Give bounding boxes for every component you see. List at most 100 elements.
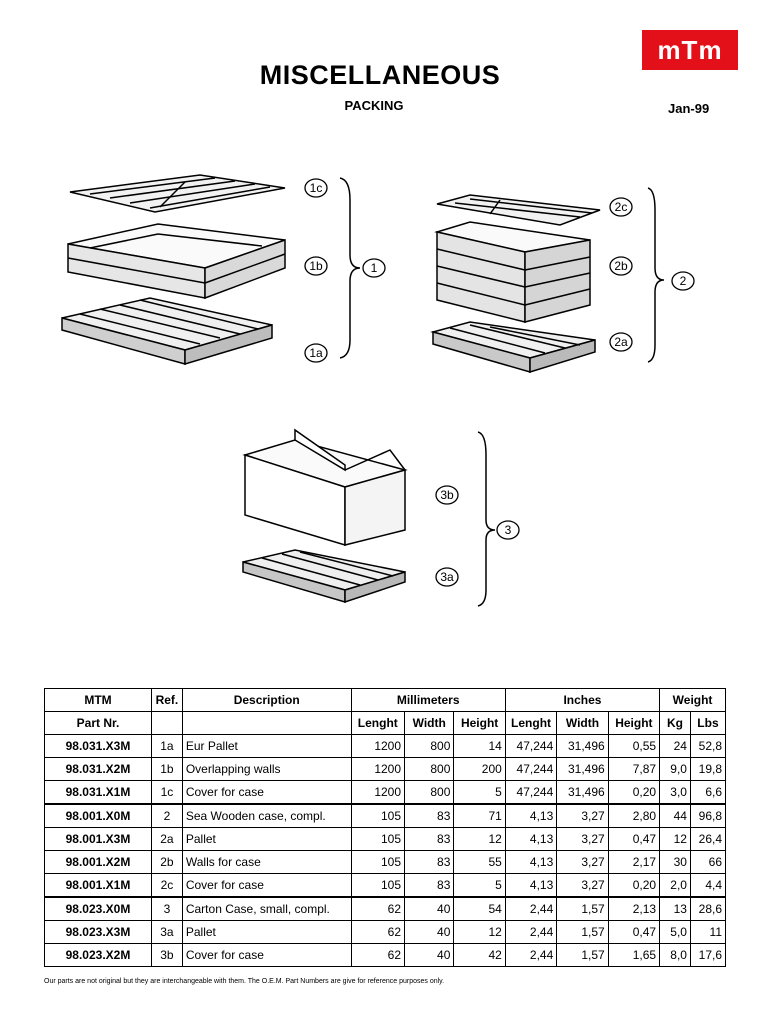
mtm-logo: mTm — [642, 30, 738, 70]
callout-circle-3b — [435, 485, 459, 505]
pallet-1a-drawing — [61, 297, 273, 366]
page-subtitle: PACKING — [344, 98, 404, 113]
cell-in-lenght: 47,244 — [504, 757, 558, 781]
cell-description: Cover for case — [181, 943, 352, 967]
cell-in-width: 1,57 — [556, 896, 609, 921]
cell-mm-width: 83 — [404, 827, 455, 851]
brace-group-1 — [339, 177, 361, 359]
cell-mm-height: 5 — [453, 873, 506, 898]
cover-2c-drawing — [436, 194, 601, 226]
cell-part-number: 98.031.X1M — [44, 780, 152, 805]
cell-weight-lbs: 52,8 — [689, 734, 727, 758]
cover-1c-drawing — [69, 174, 286, 213]
cell-in-height: 2,13 — [607, 896, 661, 921]
header-ref: Ref. — [150, 688, 183, 712]
cell-mm-lenght: 62 — [350, 896, 406, 921]
header-inches: Inches — [504, 688, 661, 712]
page-title: MISCELLANEOUS — [259, 60, 501, 90]
header-weight: Weight — [659, 688, 726, 712]
cell-mm-height: 5 — [453, 780, 506, 805]
cell-description: Sea Wooden case, compl. — [181, 803, 352, 828]
cell-ref: 3 — [150, 896, 183, 921]
cell-mm-height: 55 — [453, 850, 506, 874]
cell-part-number: 98.031.X2M — [44, 757, 152, 781]
cell-description: Pallet — [181, 920, 352, 944]
header-mm-width: Width — [404, 711, 455, 735]
cell-weight-lbs: 4,4 — [689, 873, 727, 898]
cell-mm-lenght: 62 — [350, 943, 406, 967]
cell-in-width: 3,27 — [556, 850, 609, 874]
cell-in-height: 0,20 — [607, 780, 661, 805]
cell-mm-width: 800 — [404, 734, 455, 758]
cell-part-number: 98.023.X2M — [44, 943, 152, 967]
cell-in-width: 1,57 — [556, 943, 609, 967]
callout-circle-3a — [435, 567, 459, 587]
cell-in-width: 3,27 — [556, 873, 609, 898]
header-mm-height: Height — [453, 711, 506, 735]
cell-in-lenght: 4,13 — [504, 803, 558, 828]
callout-circle-2 — [671, 271, 695, 291]
logo-text: mTm — [657, 35, 723, 65]
cell-description: Cover for case — [181, 780, 352, 805]
cell-mm-width: 40 — [404, 943, 455, 967]
header-in-height: Height — [607, 711, 661, 735]
cell-mm-lenght: 1200 — [350, 780, 406, 805]
cell-description: Carton Case, small, compl. — [181, 896, 352, 921]
cell-description: Pallet — [181, 827, 352, 851]
cell-weight-lbs: 17,6 — [689, 943, 727, 967]
document-date: Jan-99 — [668, 101, 710, 116]
cell-in-lenght: 2,44 — [504, 943, 558, 967]
header-millimeters: Millimeters — [350, 688, 506, 712]
header-mtm: MTM — [44, 688, 152, 712]
callout-circle-2c — [609, 197, 633, 217]
cell-weight-kg: 5,0 — [659, 920, 691, 944]
cell-mm-height: 71 — [453, 803, 506, 828]
callout-label-3a: 3a — [440, 570, 454, 584]
header-kg: Kg — [659, 711, 691, 735]
callout-label-3b: 3b — [440, 488, 454, 502]
walls-2b-drawing — [434, 221, 591, 323]
cell-in-height: 2,80 — [607, 803, 661, 828]
cell-part-number: 98.023.X0M — [44, 896, 152, 921]
cell-mm-height: 54 — [453, 896, 506, 921]
cell-weight-kg: 30 — [659, 850, 691, 874]
cell-description: Walls for case — [181, 850, 352, 874]
cell-weight-kg: 24 — [659, 734, 691, 758]
footnote: Our parts are not original but they are … — [44, 978, 445, 985]
cell-in-lenght: 2,44 — [504, 896, 558, 921]
cell-in-height: 7,87 — [607, 757, 661, 781]
cell-weight-lbs: 66 — [689, 850, 727, 874]
callout-label-1c: 1c — [310, 181, 323, 195]
cell-in-lenght: 2,44 — [504, 920, 558, 944]
cell-weight-kg: 8,0 — [659, 943, 691, 967]
cell-mm-width: 83 — [404, 850, 455, 874]
cell-description: Eur Pallet — [181, 734, 352, 758]
cell-part-number: 98.023.X3M — [44, 920, 152, 944]
pallet-3a-drawing — [242, 549, 406, 604]
cell-ref: 2c — [150, 873, 183, 898]
cell-in-height: 0,55 — [607, 734, 661, 758]
cell-mm-height: 12 — [453, 920, 506, 944]
cell-weight-kg: 12 — [659, 827, 691, 851]
callout-label-1a: 1a — [309, 346, 323, 360]
cell-ref: 2 — [150, 803, 183, 828]
cell-in-width: 31,496 — [556, 780, 609, 805]
header-description: Description — [181, 688, 352, 712]
cell-ref: 2a — [150, 827, 183, 851]
cell-mm-lenght: 105 — [350, 873, 406, 898]
pallet-2a-drawing — [430, 321, 596, 374]
walls-1b-drawing — [67, 223, 286, 300]
cell-mm-width: 83 — [404, 873, 455, 898]
cell-mm-height: 14 — [453, 734, 506, 758]
cell-ref: 3a — [150, 920, 183, 944]
cell-part-number: 98.001.X1M — [44, 873, 152, 898]
cell-ref: 3b — [150, 943, 183, 967]
cell-mm-height: 12 — [453, 827, 506, 851]
cell-weight-kg: 2,0 — [659, 873, 691, 898]
cell-weight-lbs: 28,6 — [689, 896, 727, 921]
cell-mm-height: 42 — [453, 943, 506, 967]
